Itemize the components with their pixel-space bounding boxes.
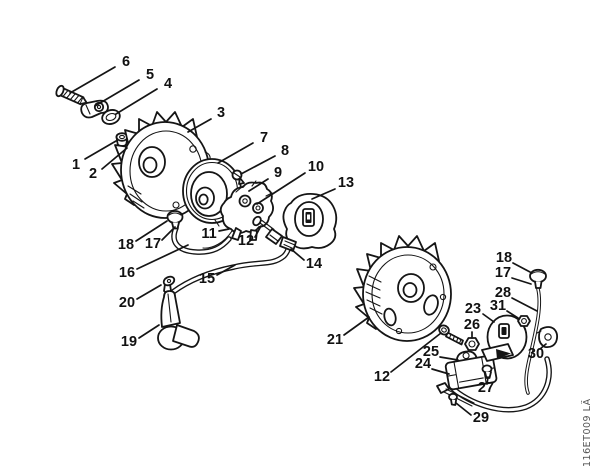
callout-leader-20 <box>136 284 162 300</box>
callout-label-31: 31 <box>490 298 506 314</box>
callout-label-5: 5 <box>146 67 154 83</box>
drawing-code: 116ET009 LÄ <box>582 398 593 467</box>
part-bolt-12-right <box>438 324 464 346</box>
callout-label-12: 12 <box>238 233 254 249</box>
callout-leader-8 <box>240 155 276 175</box>
callout-label-6: 6 <box>122 54 130 70</box>
callout-label-17: 17 <box>145 236 161 252</box>
callout-label-15: 15 <box>199 271 215 287</box>
callout-leader-30 <box>539 343 547 350</box>
callout-leader-28 <box>511 297 538 312</box>
part-spark-plug-boot-19 <box>157 290 200 351</box>
callout-leader-31 <box>506 310 519 319</box>
callout-label-19: 19 <box>121 334 137 350</box>
callout-label-2: 2 <box>89 166 97 182</box>
part-screw-8 <box>231 169 245 185</box>
callout-leader-16 <box>136 244 189 270</box>
callout-label-8: 8 <box>281 143 289 159</box>
callout-leader-23 <box>482 313 495 323</box>
part-grommet-17-18-right <box>529 268 547 289</box>
part-screw-29 <box>448 392 458 406</box>
callout-label-10: 10 <box>308 159 324 175</box>
callout-label-14: 14 <box>306 256 322 272</box>
callout-label-23: 23 <box>465 301 481 317</box>
callout-leader-19 <box>138 324 160 339</box>
callout-label-27: 27 <box>478 380 494 396</box>
part-screw-6 <box>55 84 88 106</box>
part-nut-26 <box>464 337 480 351</box>
callout-leader-3 <box>187 118 212 133</box>
callout-leader-12 <box>390 332 442 373</box>
callout-leader-27 <box>486 376 489 385</box>
callout-label-1: 1 <box>72 157 80 173</box>
callout-label-17: 17 <box>495 265 511 281</box>
callout-label-29: 29 <box>473 410 489 426</box>
callout-leader-10 <box>256 172 306 205</box>
callout-label-26: 26 <box>464 317 480 333</box>
callout-label-28: 28 <box>495 285 511 301</box>
callout-label-7: 7 <box>260 130 268 146</box>
callout-label-13: 13 <box>338 175 354 191</box>
part-grommet-17-18-left <box>166 210 184 230</box>
callout-leader-18 <box>512 262 531 273</box>
callout-label-9: 9 <box>274 165 282 181</box>
callout-leader-7 <box>217 142 254 164</box>
part-nut-31 <box>517 315 531 327</box>
part-wire-loop <box>449 357 551 412</box>
callout-label-4: 4 <box>164 76 172 92</box>
callout-label-30: 30 <box>528 346 544 362</box>
callout-label-3: 3 <box>217 105 225 121</box>
callout-label-12: 12 <box>374 369 390 385</box>
callout-leader-17 <box>511 277 532 285</box>
callout-leader-9 <box>248 178 269 192</box>
callout-label-11: 11 <box>201 226 216 242</box>
callout-leader-6 <box>69 66 116 94</box>
callout-label-18: 18 <box>496 250 512 266</box>
callout-leader-17 <box>161 226 176 241</box>
part-cover-23 <box>481 314 528 362</box>
callout-label-16: 16 <box>119 265 135 281</box>
callout-label-25: 25 <box>423 344 439 360</box>
callout-leader-12 <box>254 225 262 238</box>
callout-leader-14 <box>290 248 305 261</box>
callout-leader-18 <box>135 220 168 242</box>
callout-label-20: 20 <box>119 295 135 311</box>
callout-leader-29 <box>455 402 472 416</box>
part-wire-28 <box>525 288 541 394</box>
part-wire-11 <box>202 230 233 249</box>
callout-label-21: 21 <box>327 332 343 348</box>
callout-leader-1 <box>84 140 117 160</box>
callout-leader-21 <box>343 316 370 336</box>
callout-leader-15 <box>216 264 236 276</box>
callout-leader-5 <box>94 79 140 107</box>
callout-label-24: 24 <box>415 356 431 372</box>
callout-leader-24 <box>431 368 450 375</box>
part-bracket-30 <box>536 326 559 349</box>
part-boot-cap-13 <box>282 193 338 250</box>
part-screw-12-left <box>252 215 283 245</box>
callout-leader-25 <box>439 356 459 361</box>
callout-leader-4 <box>115 88 158 115</box>
part-cable-29 <box>436 382 475 407</box>
part-flywheel-21 <box>353 235 452 342</box>
callout-leader-11 <box>218 228 230 232</box>
callout-label-18: 18 <box>118 237 134 253</box>
part-wire-16 <box>172 226 231 254</box>
callout-leader-2 <box>101 147 128 170</box>
callout-leader-13 <box>311 188 336 200</box>
